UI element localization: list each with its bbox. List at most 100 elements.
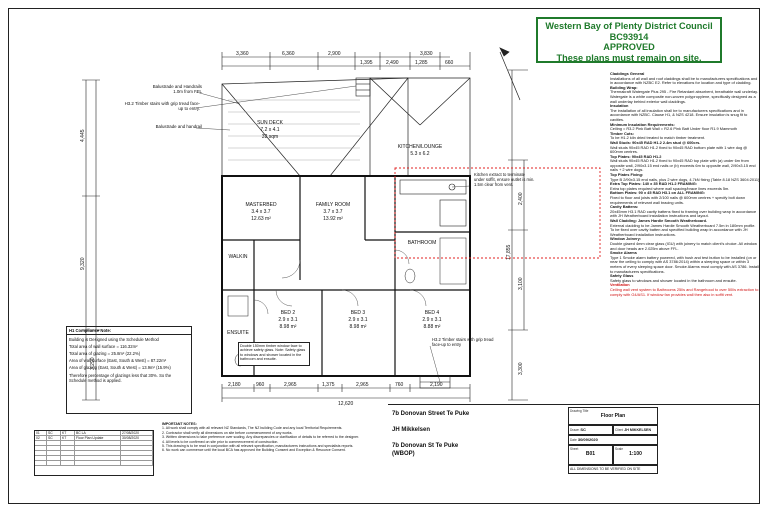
compliance-line: Building is Designed using the Schedule … — [69, 337, 159, 343]
revision-cell-empty — [35, 441, 47, 445]
dim-top-5: 2,490 — [386, 60, 399, 66]
left-dimension-lines — [82, 79, 100, 401]
top-dimension-lines — [221, 52, 471, 70]
sheet-value: B01 — [585, 451, 596, 457]
council-approval-stamp: Western Bay of Plenty District Council B… — [536, 17, 722, 63]
ventilation-zone — [394, 167, 601, 259]
important-note-line: 6. No work can commence until the local … — [162, 448, 346, 453]
client-label: Client — [615, 428, 624, 432]
client-value: JH MIKKELSEN — [624, 428, 652, 432]
revision-date: 30/08/2020 — [121, 436, 153, 440]
dim-top-2: 6,360 — [282, 51, 295, 57]
revision-cell-empty — [35, 456, 47, 460]
room-bath-name: BATHROOM — [408, 240, 437, 246]
dim-left-1: 4,445 — [80, 129, 86, 142]
dim-bottom-6: 760 — [395, 382, 404, 388]
room-master-area: 12.63 m² — [251, 216, 271, 222]
revision-cell-empty — [35, 446, 47, 450]
note-text: 20x45mm H3.1 RAD cavity battens fixed to… — [610, 208, 757, 219]
important-note-line: 5. This drawing is to be read in conjunc… — [162, 444, 354, 449]
note-heading: Cavity Battens: — [610, 204, 639, 210]
revision-cell-empty — [75, 461, 121, 465]
dim-right-3: 3,100 — [518, 277, 524, 290]
room-kitchen-name: KITCHEN/LOUNGE — [398, 144, 443, 150]
note-heading: Minimum Insulation Requirements: — [610, 121, 675, 127]
note-text: Safety glass to windows and shower locat… — [610, 277, 737, 283]
revision-row-empty — [35, 441, 153, 446]
scale-cell: Scale 1:100 — [613, 445, 658, 465]
revision-cell-empty — [121, 441, 153, 445]
compliance-line: Area of glazing (East, South & West) = 1… — [69, 365, 171, 371]
important-note-line: 3. Written dimensions to take preference… — [162, 435, 360, 440]
callout-stairs-top: H3.2 Timber stairs with grip tread face-… — [124, 101, 200, 111]
room-bed3-size: 2.9 x 3.1 — [348, 317, 367, 323]
note-heading: Wall Cladding: James Hardie Smooth Weath… — [610, 218, 708, 223]
note-heading: Extra Top Plates: 140 x 35 RAD H1.2 FRAM… — [610, 181, 698, 187]
kitchen-bench — [399, 179, 467, 227]
stamp-consent-number: BC93914 — [609, 31, 649, 42]
verify-note: ALL DIMENSIONS TO BE VERIFIED ON SITE — [568, 465, 658, 474]
revision-cell-empty — [75, 441, 121, 445]
room-sundeck-name: SUN DECK — [257, 120, 284, 126]
room-labels: SUN DECK 7.2 x 4.1 32 sqm KITCHEN/LOUNGE… — [227, 120, 443, 336]
scale-label: Scale — [615, 447, 623, 451]
revision-cell-empty — [121, 451, 153, 455]
note-text: Extra top plates required where wall spa… — [610, 185, 730, 191]
room-family-name: FAMILY ROOM — [316, 202, 350, 208]
room-master-name: MASTERBED — [245, 202, 277, 208]
dim-bottom-2: 960 — [256, 382, 265, 388]
revision-cell-empty — [75, 451, 121, 455]
revision-cell-empty — [35, 461, 47, 465]
room-master-size: 3.4 x 3.7 — [251, 209, 270, 215]
stamp-status: APPROVED — [603, 42, 655, 53]
site-region: (WBOP) — [392, 451, 415, 457]
dim-top-1: 3,360 — [236, 51, 249, 57]
compliance-line: Area of wall surface (East, South & West… — [69, 358, 167, 364]
revision-chk: KT — [61, 436, 75, 440]
room-bed3-area: 8.98 m² — [350, 324, 367, 330]
scale-value: 1:100 — [629, 451, 642, 457]
note-text: Fixed to floor and joists with 2/100 nai… — [610, 195, 746, 205]
note-heading: Safety Glass — [610, 273, 634, 279]
dim-right-1: 17,855 — [506, 244, 512, 260]
note-text: Installations of all wall and roof cladd… — [610, 75, 758, 86]
revision-cell-empty — [35, 451, 47, 455]
revision-cell-empty — [61, 456, 75, 460]
revision-rev: 01 — [35, 431, 47, 435]
door-swings — [253, 249, 427, 315]
right-dimension-labels: 17,855 2,400 3,100 3,300 — [506, 192, 524, 375]
note-text: Type 1 Smoke alarm battery powered, with… — [610, 254, 759, 274]
revision-row-empty — [35, 461, 153, 466]
room-bed4-area: 8.88 m² — [424, 324, 441, 330]
note-heading: Claddings General — [610, 72, 645, 76]
compliance-line: Total area of wall surface = 116.32m² — [69, 344, 138, 350]
interior-walls — [221, 176, 470, 376]
note-heading: Window Joinery: — [610, 236, 642, 242]
sheet-border — [8, 8, 760, 504]
dim-top-7: 660 — [445, 60, 454, 66]
revision-cell-empty — [121, 456, 153, 460]
revision-rev: 02 — [35, 436, 47, 440]
revision-row-empty — [35, 456, 153, 461]
sheet-cell: Sheet B01 — [568, 445, 613, 465]
project-address: 7b Donovan Street Te Puke — [392, 411, 470, 417]
dim-overall: 12,620 — [338, 401, 354, 407]
note-heading: Building Wrap: — [610, 84, 638, 90]
dim-top-8: 3,830 — [420, 51, 433, 57]
entry-steps — [355, 77, 451, 389]
dim-left-3: 3,290 — [90, 357, 96, 370]
room-bed2-area: 8.98 m² — [280, 324, 297, 330]
note-heading: Wall Studs: 90x45 RAD H1.2 2.4m stud @ 6… — [610, 139, 701, 145]
room-sundeck-size: 7.2 x 4.1 — [260, 127, 279, 133]
title-block: 7b Donovan Street Te Puke JH Mikkelsen 7… — [388, 404, 760, 500]
note-text: Ceiling wall vent system to Bathrooms 25… — [610, 286, 759, 297]
compliance-title: H1 Compliance Note: — [67, 327, 191, 336]
date-value: 30/09/2020 — [577, 437, 598, 442]
note-heading: Ventilation — [610, 282, 630, 288]
note-heading: Insulation — [610, 103, 629, 109]
drawn-cell: Drawn SC — [568, 425, 613, 435]
drawing-title-label: Drawing Title — [570, 409, 589, 413]
compliance-line: Total area of glazing = 25.8m² (22.2%) — [69, 351, 141, 357]
dim-top-6: 1,285 — [415, 60, 428, 66]
drawn-value: SC — [580, 427, 586, 432]
